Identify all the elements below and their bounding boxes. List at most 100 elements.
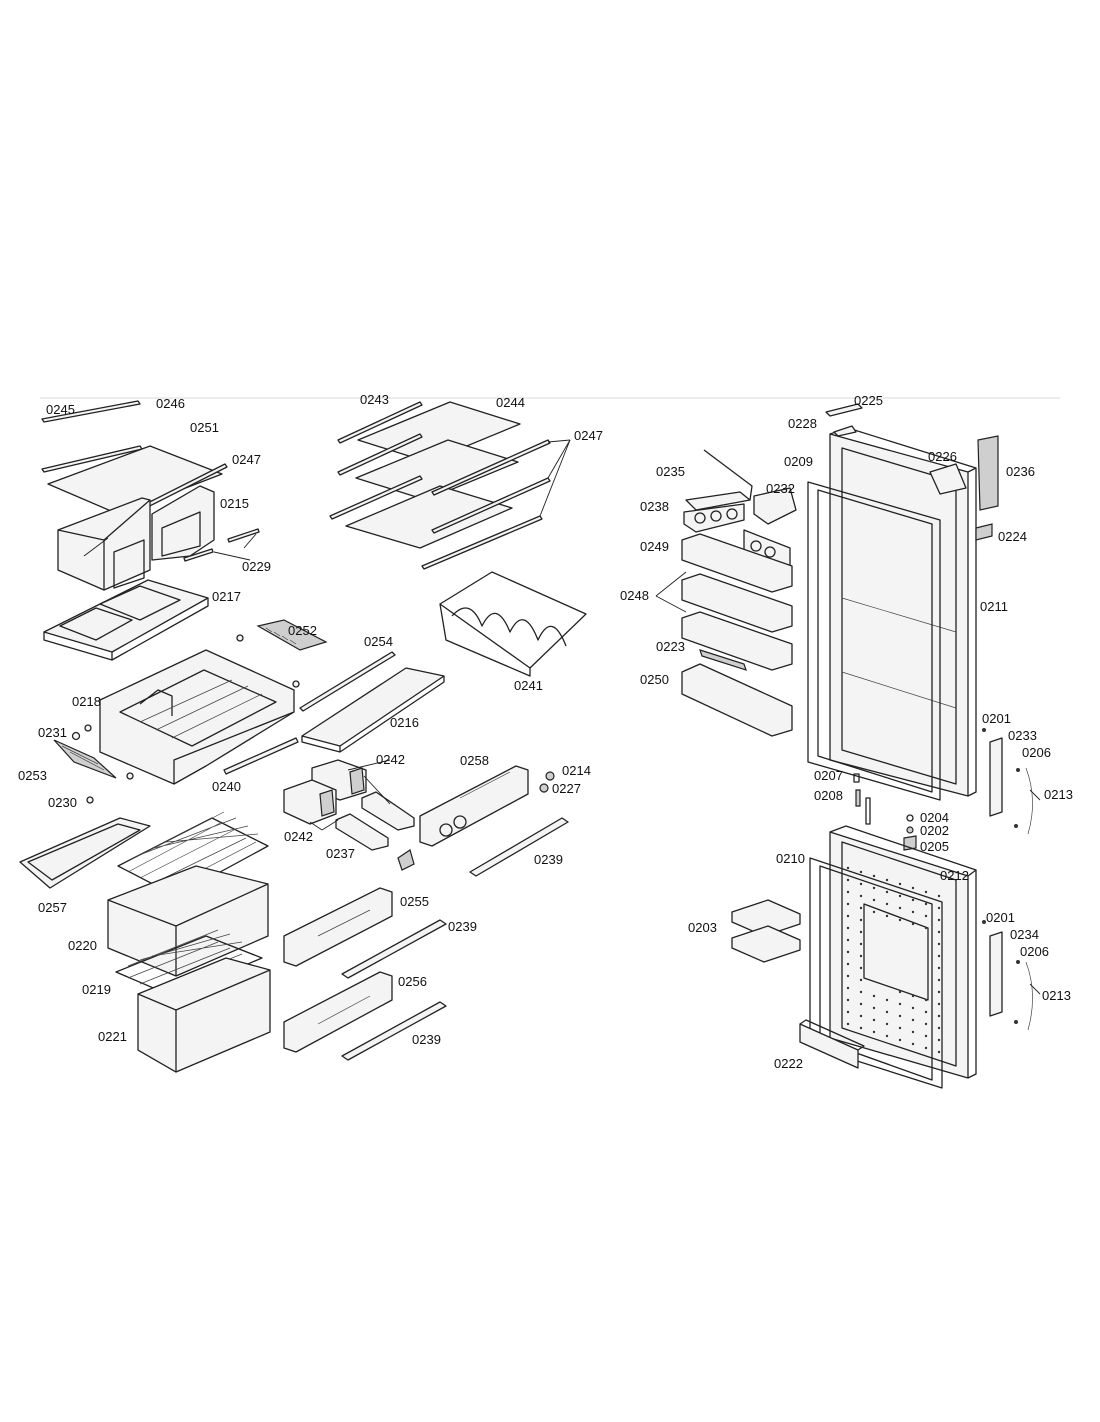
panel-dot xyxy=(872,910,876,914)
panel-dot xyxy=(898,882,902,886)
label-0242b: 0242 xyxy=(284,829,313,844)
dots-pattern xyxy=(846,866,941,1054)
panel-dot xyxy=(937,1026,941,1030)
drawer-0220 xyxy=(107,865,269,977)
panel-dot xyxy=(924,1046,928,1050)
panel-dot xyxy=(846,866,850,870)
label-0233: 0233 xyxy=(1008,728,1037,743)
panel-dot xyxy=(898,990,902,994)
panel-dot xyxy=(872,994,876,998)
panel-dot xyxy=(846,878,850,882)
panel-dot xyxy=(859,966,863,970)
panel-dot xyxy=(846,914,850,918)
label-0245: 0245 xyxy=(46,402,75,417)
panel-dot xyxy=(859,942,863,946)
panel-dot xyxy=(859,906,863,910)
bar-0254 xyxy=(299,651,396,712)
knobs-0214-0227 xyxy=(539,771,555,793)
label-0239b: 0239 xyxy=(448,919,477,934)
panel-dot xyxy=(924,926,928,930)
label-0205: 0205 xyxy=(920,839,949,854)
label-0255: 0255 xyxy=(400,894,429,909)
panel-dot xyxy=(898,1014,902,1018)
label-0242a: 0242 xyxy=(376,752,405,767)
panel-dot xyxy=(911,898,915,902)
panel-dot xyxy=(937,1002,941,1006)
label-0241: 0241 xyxy=(514,678,543,693)
panel-dot xyxy=(924,914,928,918)
label-0202: 0202 xyxy=(920,823,949,838)
panel-dot xyxy=(937,918,941,922)
label-0244: 0244 xyxy=(496,395,525,410)
label-0223: 0223 xyxy=(656,639,685,654)
panel-dot xyxy=(885,998,889,1002)
shelf-strips-0247 xyxy=(421,439,571,570)
panel-dot xyxy=(859,1002,863,1006)
panel-dot xyxy=(846,986,850,990)
strip-0240 xyxy=(223,737,299,775)
panel-dot xyxy=(885,1010,889,1014)
label-0235: 0235 xyxy=(656,464,685,479)
panel-dot xyxy=(872,1030,876,1034)
panel-dot xyxy=(911,922,915,926)
panel-dot xyxy=(846,998,850,1002)
label-0229: 0229 xyxy=(242,559,271,574)
label-0222: 0222 xyxy=(774,1056,803,1071)
label-0206a: 0206 xyxy=(1022,745,1051,760)
rail-0252 xyxy=(256,619,328,651)
clips-0229 xyxy=(183,528,260,562)
panel-dot xyxy=(937,930,941,934)
bottle-rack-0241 xyxy=(439,571,587,677)
drawer-0221 xyxy=(137,957,271,1073)
panel-dot xyxy=(898,918,902,922)
panel-dot xyxy=(937,966,941,970)
drawer-0218 xyxy=(99,649,295,785)
label-0213b: 0213 xyxy=(1042,988,1071,1003)
label-0236: 0236 xyxy=(1006,464,1035,479)
panel-dot xyxy=(937,1014,941,1018)
label-0217: 0217 xyxy=(212,589,241,604)
panel-dot xyxy=(885,1034,889,1038)
panel-dot xyxy=(898,1002,902,1006)
panel-dot xyxy=(898,906,902,910)
label-0249: 0249 xyxy=(640,539,669,554)
label-0213a: 0213 xyxy=(1044,787,1073,802)
drawer-fronts-0255-0256 xyxy=(283,887,393,1053)
panel-dot xyxy=(937,990,941,994)
panel-dot xyxy=(859,1014,863,1018)
panel-dot xyxy=(937,978,941,982)
crisper-box-0215 xyxy=(57,485,215,591)
label-0251: 0251 xyxy=(190,420,219,435)
label-0214: 0214 xyxy=(562,763,591,778)
fasteners-0207-0208-0204-0202-0205 xyxy=(853,773,917,851)
label-0234: 0234 xyxy=(1010,927,1039,942)
label-0230: 0230 xyxy=(48,795,77,810)
glass-shelves-0243-0244 xyxy=(329,401,521,549)
panel-dot xyxy=(859,990,863,994)
panel-dot xyxy=(859,1026,863,1030)
label-0215: 0215 xyxy=(220,496,249,511)
label-0257: 0257 xyxy=(38,900,67,915)
label-0250: 0250 xyxy=(640,672,669,687)
glass-shelf-0251 xyxy=(47,445,223,515)
label-0208: 0208 xyxy=(814,788,843,803)
tray-0257 xyxy=(19,817,151,889)
label-0209: 0209 xyxy=(784,454,813,469)
hinge-bracket-0253 xyxy=(53,739,117,779)
label-0210: 0210 xyxy=(776,851,805,866)
panel-dot xyxy=(885,890,889,894)
panel-dot xyxy=(859,894,863,898)
label-0224: 0224 xyxy=(998,529,1027,544)
label-0218: 0218 xyxy=(72,694,101,709)
label-0219: 0219 xyxy=(82,982,111,997)
panel-dot xyxy=(885,878,889,882)
handle-upper-0233 xyxy=(982,728,1033,835)
panel-dot xyxy=(924,1010,928,1014)
label-0221: 0221 xyxy=(98,1029,127,1044)
label-0212: 0212 xyxy=(940,868,969,883)
panel-dot xyxy=(846,962,850,966)
label-0252: 0252 xyxy=(288,623,317,638)
label-0226: 0226 xyxy=(928,449,957,464)
panel-dot xyxy=(885,914,889,918)
